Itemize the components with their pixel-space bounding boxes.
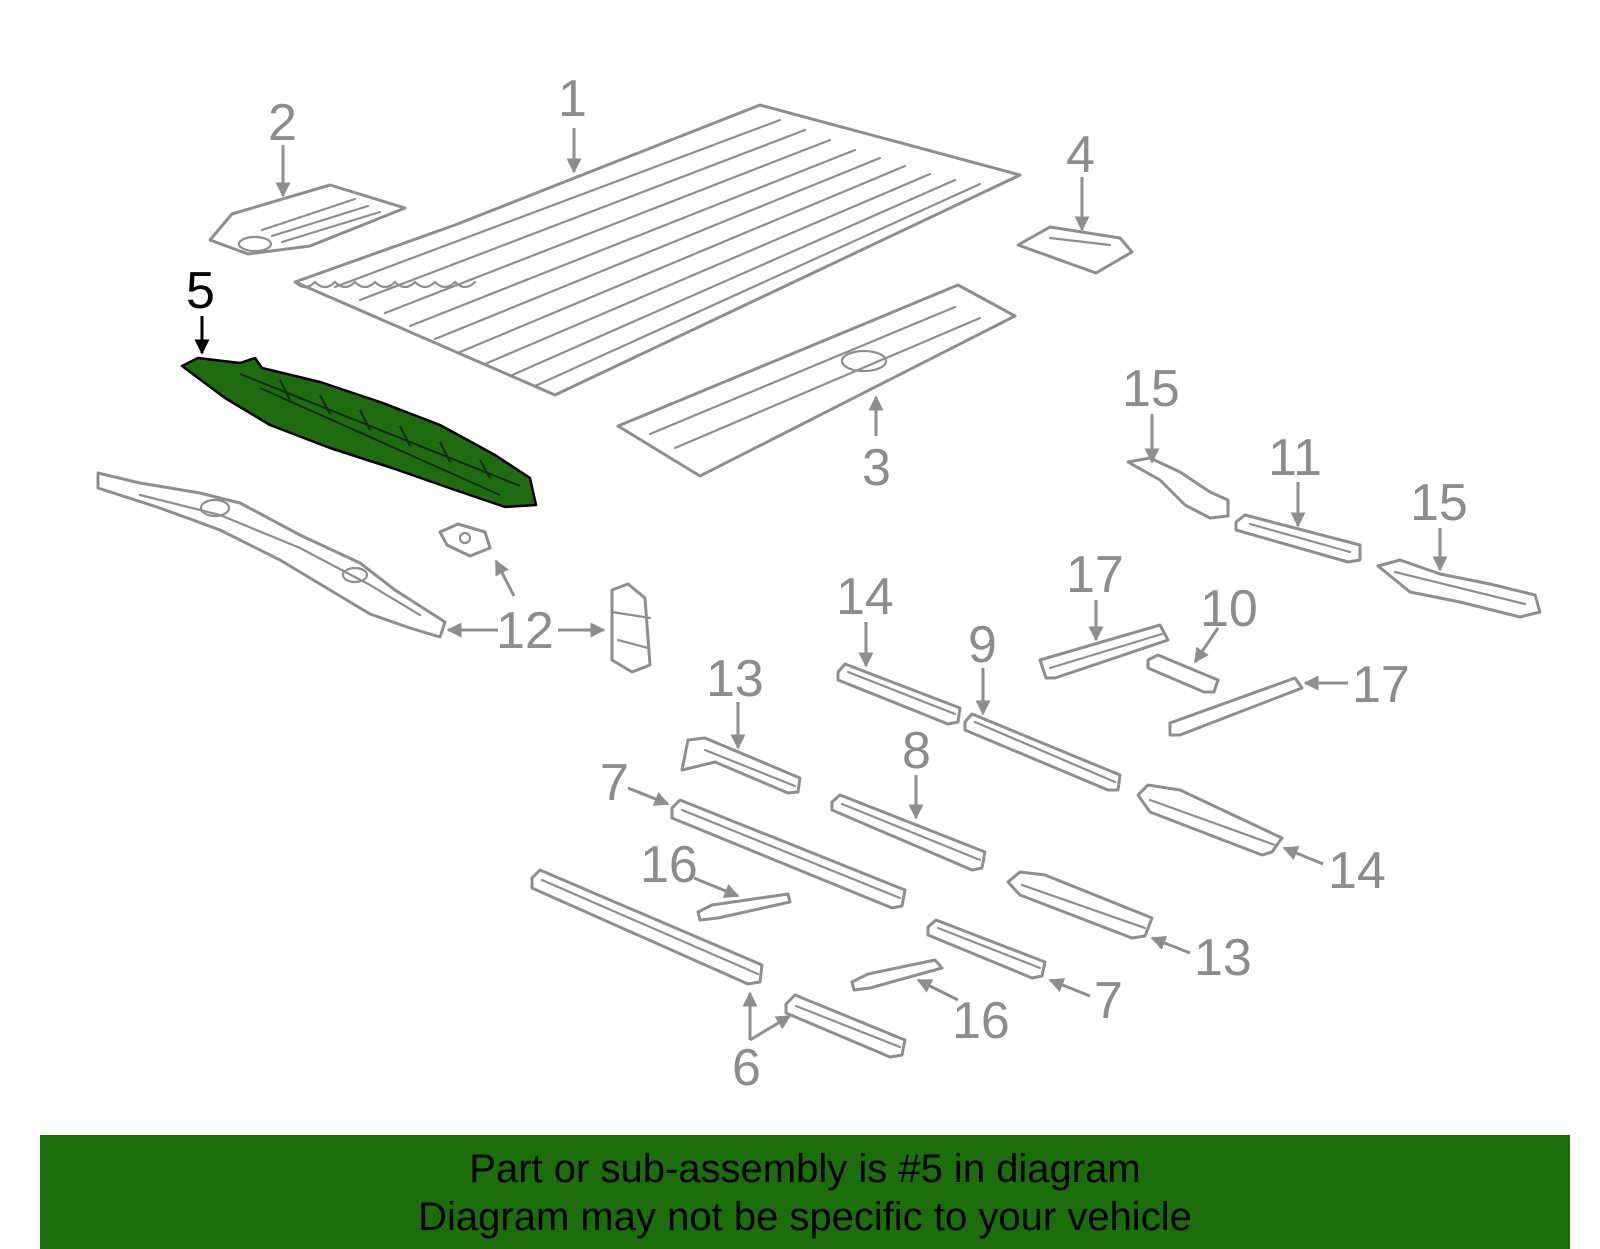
callout-17-lower: 17: [1352, 656, 1410, 714]
frame-rail[interactable]: [96, 471, 447, 639]
callout-14-lower: 14: [1328, 842, 1386, 900]
callout-7-lower: 7: [1094, 972, 1123, 1030]
highlighted-crossmember-part-5[interactable]: [180, 356, 538, 509]
callout-2: 2: [268, 94, 297, 152]
crosssill-17-lower[interactable]: [1168, 676, 1304, 737]
rail-15-right[interactable]: [1376, 558, 1542, 619]
callout-6: 6: [732, 1039, 761, 1097]
info-banner: Part or sub-assembly is #5 in diagram Di…: [40, 1135, 1570, 1249]
sill-14-upper[interactable]: [836, 662, 962, 726]
sill-7-short[interactable]: [926, 918, 1047, 980]
sill-13-upper[interactable]: [680, 736, 802, 795]
callout-11: 11: [1268, 429, 1322, 487]
callout-15-left: 15: [1122, 360, 1180, 418]
callout-1: 1: [558, 70, 587, 128]
bed-floor-panel[interactable]: [293, 103, 1022, 397]
sill-9[interactable]: [963, 712, 1122, 792]
small-bracket[interactable]: [1016, 225, 1134, 275]
sill-6-short[interactable]: [784, 993, 907, 1059]
callout-8: 8: [902, 722, 931, 780]
callout-12: 12: [496, 602, 554, 660]
sill-6-long[interactable]: [530, 868, 764, 986]
mount-bracket-vertical[interactable]: [610, 582, 652, 674]
callout-7-upper: 7: [600, 754, 629, 812]
callout-3: 3: [862, 439, 891, 497]
sill-10[interactable]: [1146, 653, 1220, 694]
callout-13-lower: 13: [1194, 929, 1252, 987]
front-floor-bracket[interactable]: [208, 183, 407, 256]
rear-floor-section[interactable]: [616, 283, 1017, 478]
crosssill-11[interactable]: [1234, 513, 1362, 564]
banner-line-1: Part or sub-assembly is #5 in diagram: [469, 1147, 1141, 1191]
mount-bracket-small[interactable]: [438, 522, 492, 558]
sill-13-lower[interactable]: [1006, 870, 1154, 940]
callout-16-lower: 16: [952, 992, 1010, 1050]
callout-9: 9: [968, 616, 997, 674]
brace-16-lower[interactable]: [850, 958, 944, 992]
sill-8[interactable]: [830, 793, 987, 872]
callout-17-upper: 17: [1066, 546, 1124, 604]
crosssill-17-upper[interactable]: [1038, 623, 1170, 680]
sill-7-long[interactable]: [670, 798, 907, 910]
callout-15-right: 15: [1410, 474, 1468, 532]
sill-14-lower[interactable]: [1136, 783, 1284, 857]
callout-4: 4: [1066, 126, 1095, 184]
callout-13-upper: 13: [706, 650, 764, 708]
callout-5: 5: [186, 262, 215, 320]
callout-10: 10: [1200, 580, 1258, 638]
banner-line-2: Diagram may not be specific to your vehi…: [418, 1195, 1192, 1239]
rail-15-left[interactable]: [1126, 456, 1230, 520]
callout-16-upper: 16: [640, 836, 698, 894]
callout-14-upper: 14: [836, 568, 894, 626]
brace-16-upper[interactable]: [696, 892, 792, 922]
